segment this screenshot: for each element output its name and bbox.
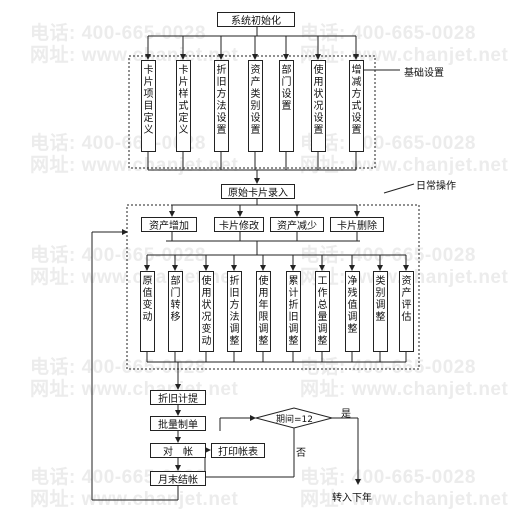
change-workload: 工作总量调整	[315, 271, 330, 352]
batch-voucher-box: 批量制单	[150, 416, 206, 431]
watermark-text: 电话: 400-665-0028	[300, 23, 476, 44]
decision-yes-label: 是	[341, 409, 351, 420]
watermark-text: 电话: 400-665-0028	[30, 245, 206, 266]
change-asset-valuation: 资产评估	[399, 271, 414, 352]
change-original-value: 原值变动	[140, 271, 155, 352]
vertical-label: 部门设置	[281, 65, 292, 112]
basic-setting-card-style-def: 卡片样式定义	[176, 60, 191, 152]
month-end-close-box: 月末结帐	[150, 471, 206, 486]
basic-setting-card-item-def: 卡片项目定义	[141, 60, 156, 152]
next-year-label: 转入下年	[332, 493, 372, 504]
vertical-label: 使用状况设置	[313, 65, 324, 136]
basic-settings-label: 基础设置	[404, 68, 444, 79]
basic-setting-asset-category: 资产类别设置	[248, 60, 263, 152]
original-card-entry-box: 原始卡片录入	[221, 184, 295, 199]
vertical-label: 资产评估	[401, 276, 412, 323]
change-department-transfer: 部门转移	[168, 271, 183, 352]
system-init-box: 系统初始化	[217, 12, 295, 27]
basic-setting-usage-status: 使用状况设置	[311, 60, 326, 152]
daily-ops-label: 日常操作	[416, 181, 456, 192]
action-card-delete: 卡片删除	[330, 217, 384, 232]
vertical-label: 卡片样式定义	[178, 65, 189, 136]
vertical-label: 净残值调整	[347, 276, 358, 335]
vertical-label: 工作总量调整	[317, 276, 328, 347]
watermark-text: 电话: 400-665-0028	[30, 23, 206, 44]
vertical-label: 增减方式设置	[351, 65, 362, 136]
change-useful-life: 使用年限调整	[256, 271, 271, 352]
watermark-text: 网址: www.chanjet.net	[300, 155, 509, 176]
watermark-text: 网址: www.chanjet.net	[300, 489, 509, 510]
watermark-text: 电话: 400-665-0028	[30, 133, 206, 154]
basic-setting-depreciation-method: 折旧方法设置	[214, 60, 229, 152]
reconcile-box: 对 帐	[150, 443, 206, 458]
basic-setting-change-method: 增减方式设置	[349, 60, 364, 152]
vertical-label: 折旧方法设置	[216, 65, 227, 136]
vertical-label: 原值变动	[142, 276, 153, 323]
watermark-text: 电话: 400-665-0028	[300, 133, 476, 154]
vertical-label: 部门转移	[170, 276, 181, 323]
action-asset-add: 资产增加	[141, 217, 197, 232]
change-category: 类别调整	[373, 271, 388, 352]
depreciation-box: 折旧计提	[150, 390, 206, 405]
print-reports-box: 打印帐表	[211, 443, 265, 458]
vertical-label: 折旧方法调整	[229, 276, 240, 347]
vertical-label: 使用年限调整	[258, 276, 269, 347]
decision-label: 期间=12	[276, 415, 313, 425]
action-asset-reduce: 资产减少	[270, 217, 324, 232]
basic-settings-frame	[128, 55, 376, 169]
action-card-edit: 卡片修改	[214, 217, 264, 232]
decision-no-label: 否	[296, 448, 306, 459]
vertical-label: 资产类别设置	[250, 65, 261, 136]
change-usage-status: 使用状况变动	[199, 271, 214, 352]
change-depreciation-method: 折旧方法调整	[227, 271, 242, 352]
vertical-label: 类别调整	[375, 276, 386, 323]
watermark-text: 网址: www.chanjet.net	[30, 267, 239, 288]
change-accumulated-depreciation: 累计折旧调整	[286, 271, 301, 352]
change-net-salvage: 净残值调整	[345, 271, 360, 352]
watermark-text: 网址: www.chanjet.net	[300, 379, 509, 400]
vertical-label: 累计折旧调整	[288, 276, 299, 347]
vertical-label: 卡片项目定义	[143, 65, 154, 136]
vertical-label: 使用状况变动	[201, 276, 212, 347]
watermark-text: 网址: www.chanjet.net	[30, 155, 239, 176]
watermark-text: 电话: 400-665-0028	[300, 467, 476, 488]
basic-setting-department: 部门设置	[279, 60, 294, 152]
